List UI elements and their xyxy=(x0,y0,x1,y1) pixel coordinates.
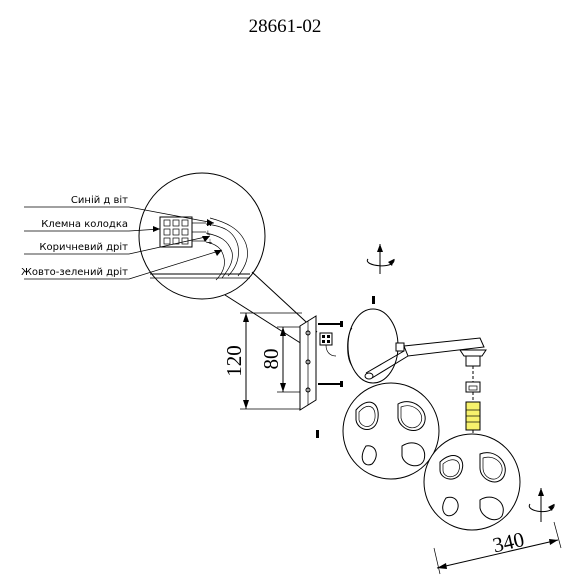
width-dimension: 340 xyxy=(433,521,562,575)
wire-brown xyxy=(205,232,233,279)
glass-shade-left xyxy=(342,382,440,480)
label-blue-wire: Синій д віт xyxy=(71,194,128,206)
dimension-340: 340 xyxy=(490,527,526,557)
mounting-screws xyxy=(316,296,375,438)
rotation-indicator-top xyxy=(366,244,395,274)
label-brown-wire: Коричневий дріт xyxy=(39,241,128,253)
wire-supply xyxy=(209,217,248,277)
wall-canopy xyxy=(347,308,405,384)
rotation-indicator-right xyxy=(528,488,555,522)
mounting-bracket xyxy=(299,315,337,411)
socket-and-bulb xyxy=(465,366,481,440)
svg-text:⏚: ⏚ xyxy=(207,239,213,246)
glass-shade-right xyxy=(423,433,521,531)
callout-line-lower xyxy=(224,294,303,345)
dimension-120: 120 xyxy=(222,345,246,377)
screw-top xyxy=(372,296,375,304)
lamp-arm xyxy=(364,337,487,380)
screw-bottom xyxy=(316,430,319,438)
wire-blue xyxy=(205,223,239,277)
dimension-80: 80 xyxy=(259,349,283,370)
detail-circle xyxy=(138,172,266,300)
label-terminal-block: Клемна колодка xyxy=(41,219,128,230)
label-yellow-green-wire: Жовто-зелений дріт xyxy=(21,266,128,278)
wiring-detail-callout: N L ⏚ xyxy=(138,172,318,345)
wire-label-group: Синій д віт Клемна колодка Коричневий др… xyxy=(21,194,223,280)
height-dimensions: 120 80 xyxy=(222,312,302,410)
model-number-title: 28661-02 xyxy=(249,16,322,37)
